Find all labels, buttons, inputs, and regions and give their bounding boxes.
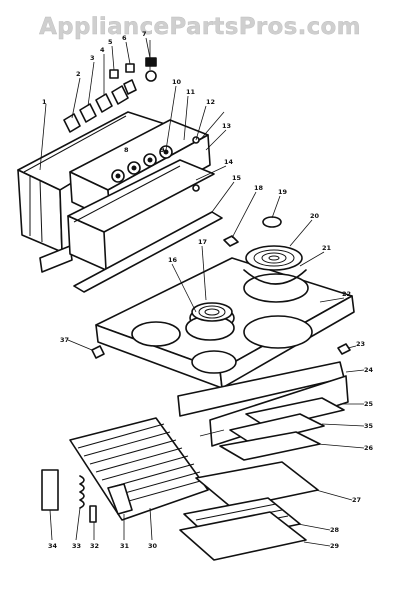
callout-20: 20 xyxy=(310,212,320,220)
callout-4: 4 xyxy=(100,46,105,54)
callout-21: 21 xyxy=(322,244,332,252)
callout-24: 24 xyxy=(364,366,374,374)
callout-26: 26 xyxy=(364,444,374,452)
trim-panel xyxy=(67,159,215,271)
callout-11: 11 xyxy=(186,88,196,96)
callout-25: 25 xyxy=(364,400,374,408)
callout-17: 17 xyxy=(198,238,207,246)
callout-15: 15 xyxy=(232,174,242,182)
callout-10: 10 xyxy=(172,78,182,86)
callout-32: 32 xyxy=(90,542,99,550)
callout-6: 6 xyxy=(122,34,127,42)
callout-7: 7 xyxy=(142,30,147,38)
callout-numbers: 1 2 3 4 5 6 7 8 9 10 11 12 13 14 15 16 1… xyxy=(42,30,374,550)
clip-23 xyxy=(337,343,351,355)
callout-5: 5 xyxy=(108,38,113,46)
callout-18: 18 xyxy=(254,184,264,192)
trim-strip xyxy=(73,211,223,293)
callout-19: 19 xyxy=(278,188,288,196)
callout-22: 22 xyxy=(342,290,351,298)
callout-12: 12 xyxy=(206,98,215,106)
callout-28: 28 xyxy=(330,526,340,534)
callout-23: 23 xyxy=(356,340,365,348)
callout-13: 13 xyxy=(222,122,231,130)
oven-rack xyxy=(69,417,209,521)
callout-27: 27 xyxy=(352,496,361,504)
callout-14: 14 xyxy=(224,158,234,166)
callout-8: 8 xyxy=(124,146,129,154)
callout-33: 33 xyxy=(72,542,81,550)
callout-9: 9 xyxy=(160,146,165,154)
callout-35: 35 xyxy=(364,422,374,430)
broiler-pans xyxy=(179,461,319,561)
callout-29: 29 xyxy=(330,542,340,550)
leader-lines xyxy=(39,37,365,547)
callout-1: 1 xyxy=(42,98,47,106)
surface-elements xyxy=(185,184,309,341)
callout-30: 30 xyxy=(148,542,158,550)
switch-knobs xyxy=(63,57,157,133)
watermark-text: AppliancePartsPros.com xyxy=(39,14,361,40)
clip-37 xyxy=(91,345,105,359)
callout-31: 31 xyxy=(120,542,130,550)
callout-34: 34 xyxy=(48,542,58,550)
drip-pans xyxy=(219,397,345,461)
callout-2: 2 xyxy=(76,70,81,78)
callout-37: 37 xyxy=(60,336,69,344)
callout-3: 3 xyxy=(90,54,95,62)
callout-16: 16 xyxy=(168,256,178,264)
